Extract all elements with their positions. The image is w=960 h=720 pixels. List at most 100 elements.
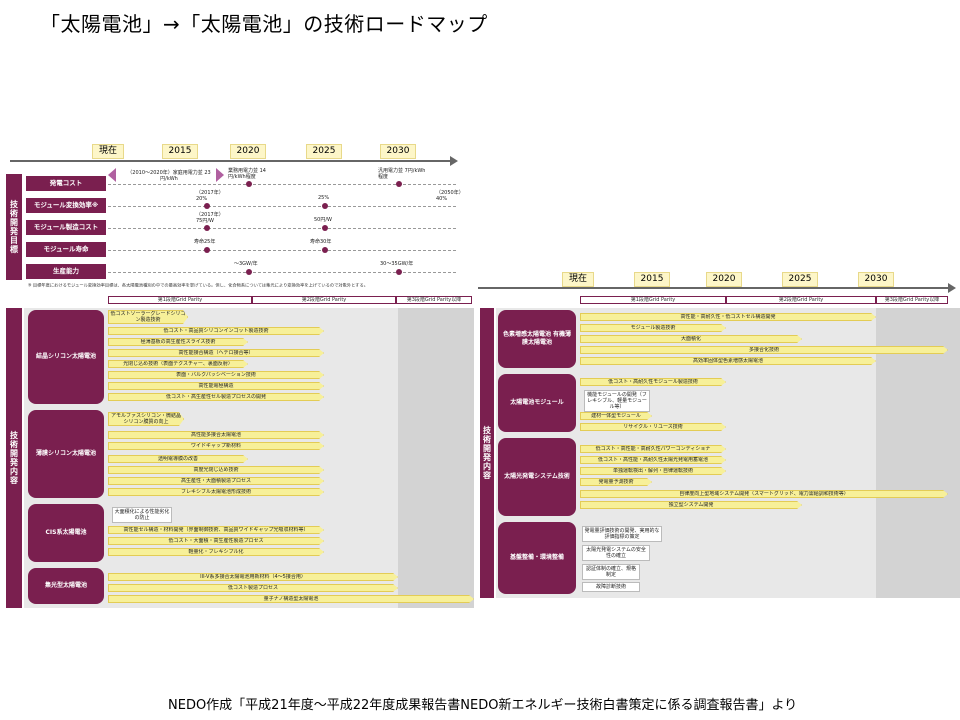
target-line (108, 228, 456, 229)
marker-dot (396, 181, 402, 187)
left-year-2030: 2030 (380, 144, 416, 159)
target-production-capacity: 生産能力 (26, 264, 106, 279)
marker-dot (246, 269, 252, 275)
target-line (108, 184, 456, 185)
annot-mfg-2025: 50円/W (314, 217, 332, 223)
marker-dot (204, 203, 210, 209)
range-end-arrow-icon (216, 168, 224, 182)
target-line (108, 272, 456, 273)
left-targets-label: 技術開発目標 (6, 174, 22, 280)
left-contents-label: 技術開発内容 (6, 308, 22, 608)
crystal-bar: 高性能電極構造 (108, 382, 324, 390)
section-bg-future (876, 308, 960, 598)
thinfilm-bar: アモルファスシリコン・微結晶シリコン膜質の向上 (108, 412, 184, 426)
cis-bar: 低コスト・大面積・高生産性製造プロセス (108, 537, 324, 545)
right-year-2025: 2025 (782, 272, 818, 287)
marker-dot (322, 203, 328, 209)
module-note: 機能モジュールの開発（フレキシブル、軽量モジュール等） (584, 390, 650, 412)
phase-3: 第3段階Grid Parity以降 (396, 296, 472, 304)
annot-life-2017: 寿命25年 (194, 239, 216, 245)
crystal-bar: 表面・バルクパッシベーション技術 (108, 371, 324, 379)
system-bar: 自律度向上型地域システム開発（スマートグリッド、電力需給調和技術等） (580, 490, 948, 498)
phase-3: 第3段階Grid Parity以降 (876, 296, 948, 304)
module-bar: リサイクル・リユース技術 (580, 423, 726, 431)
category-dye-organic: 色素増感太陽電池 有機薄膜太陽電池 (498, 310, 576, 368)
category-cis: CIS系太陽電池 (28, 504, 104, 562)
marker-dot (322, 247, 328, 253)
annot-cost-2020: 業務用電力並 14円/kWh程度 (228, 168, 266, 180)
target-module-mfg-cost: モジュール製造コスト (26, 220, 106, 235)
annot-prod-2030: 30～35GW/年 (380, 261, 414, 267)
range-start-arrow-icon (108, 168, 116, 182)
marker-dot (322, 225, 328, 231)
annot-prod-2020: ～3GW/年 (234, 261, 258, 267)
thinfilm-bar: 高生産性・大面積製造プロセス (108, 477, 324, 485)
left-footnote: ※ 目標年度におけるモジュール変換効率目標は、各太陽電池種別の中での最高効率を挙… (28, 282, 368, 288)
right-time-axis (478, 287, 948, 289)
thinfilm-bar: 透明電導膜の改善 (108, 455, 248, 463)
crystal-bar: 低コスト・高品質シリコンインゴット製造技術 (108, 327, 324, 335)
target-module-efficiency: モジュール変換効率※ (26, 198, 106, 213)
phase-1: 第1段階Grid Parity (580, 296, 726, 304)
conc-bar: 量子ナノ構造型太陽電池 (108, 595, 474, 603)
conc-bar: III-V系多接合太陽電池用新材料（4～5接合用） (108, 573, 398, 581)
system-bar: 単独運転検出・解列・自律運転技術 (580, 467, 726, 475)
left-time-axis (10, 160, 450, 162)
dye-bar: モジュール製造技術 (580, 324, 726, 332)
marker-dot (204, 225, 210, 231)
conc-bar: 低コスト製造プロセス (108, 584, 398, 592)
left-roadmap: 現在 2015 2020 2025 2030 技術開発目標 発電コスト （201… (0, 0, 480, 620)
phase-2: 第2段階Grid Parity (252, 296, 396, 304)
thinfilm-bar: フレキシブル太陽電池形成技術 (108, 488, 324, 496)
infra-note: 発電量評価技術の開発、実用的な評価指標の策定 (582, 526, 662, 542)
right-contents-label: 技術開発内容 (480, 308, 494, 598)
phase-2: 第2段階Grid Parity (726, 296, 876, 304)
dye-bar: 高効率固体型色素増感太陽電池 (580, 357, 876, 365)
crystal-bar: 低コストソーラーグレードシリコン製造技術 (108, 310, 188, 324)
system-bar: 発電量予測技術 (580, 478, 652, 486)
phase-1: 第1段階Grid Parity (108, 296, 252, 304)
left-year-now: 現在 (92, 144, 124, 159)
cis-bar: 軽量化・フレキシブル化 (108, 548, 324, 556)
dye-bar: 多接合化技術 (580, 346, 948, 354)
crystal-bar: 低コスト・高生産性セル製造プロセスの開発 (108, 393, 324, 401)
annot-eff-2025: 25% (318, 195, 330, 201)
section-bg-future (398, 308, 474, 608)
crystal-bar: 高性能接合構造（ヘテロ接合等） (108, 349, 324, 357)
category-concentrator: 集光型太陽電池 (28, 568, 104, 604)
right-year-2020: 2020 (706, 272, 742, 287)
dye-bar: 高性能・高耐久性・低コストセル構造開発 (580, 313, 876, 321)
annot-mfg-2017: （2017年）75円/W (196, 212, 224, 224)
category-crystal-silicon: 結晶シリコン太陽電池 (28, 310, 104, 404)
infra-note: 認証体制の確立、規格制定 (582, 564, 640, 580)
marker-dot (246, 181, 252, 187)
category-module: 太陽電池モジュール (498, 374, 576, 432)
target-line (108, 250, 456, 251)
module-bar: 建材一体型モジュール (580, 412, 652, 420)
crystal-bar: 光閉じ込め技術（表面テクスチャー、裏面反射） (108, 360, 248, 368)
system-bar: 低コスト・高性能・高耐久性パワーコンディショナ (580, 445, 726, 453)
category-infrastructure: 基盤整備・環境整備 (498, 522, 576, 594)
annot-eff-2050: （2050年） 40% (436, 190, 464, 202)
annot-eff-2017: （2017年）20% (196, 190, 224, 202)
target-power-cost: 発電コスト (26, 176, 106, 191)
annot-life-2025: 寿命30年 (310, 239, 332, 245)
right-year-2030: 2030 (858, 272, 894, 287)
right-roadmap: 現在 2015 2020 2025 2030 第1段階Grid Parity 第… (478, 0, 960, 620)
marker-dot (204, 247, 210, 253)
thinfilm-bar: 高性能多接合太陽電池 (108, 431, 324, 439)
page-title: 「太陽電池」→「太陽電池」の技術ロードマップ (40, 12, 488, 36)
thinfilm-bar: 高度光閉じ込め技術 (108, 466, 324, 474)
system-bar: 低コスト・高性能・高耐久性太陽光発電用蓄電池 (580, 456, 726, 464)
target-line (108, 206, 456, 207)
infra-note: 太陽光発電システムの安全性の確立 (582, 545, 650, 561)
left-axis-arrow-icon (450, 156, 458, 166)
left-year-2015: 2015 (162, 144, 198, 159)
left-year-2025: 2025 (306, 144, 342, 159)
infra-note: 故障診断技術 (582, 582, 640, 592)
cis-note: 大面積化による性能劣化の防止 (112, 507, 172, 523)
marker-dot (396, 269, 402, 275)
annot-cost-now: （2010～2020年）家庭用電力並 23円/kWh (127, 170, 211, 182)
thinfilm-bar: ワイドギャップ新材料 (108, 442, 324, 450)
right-year-2015: 2015 (634, 272, 670, 287)
